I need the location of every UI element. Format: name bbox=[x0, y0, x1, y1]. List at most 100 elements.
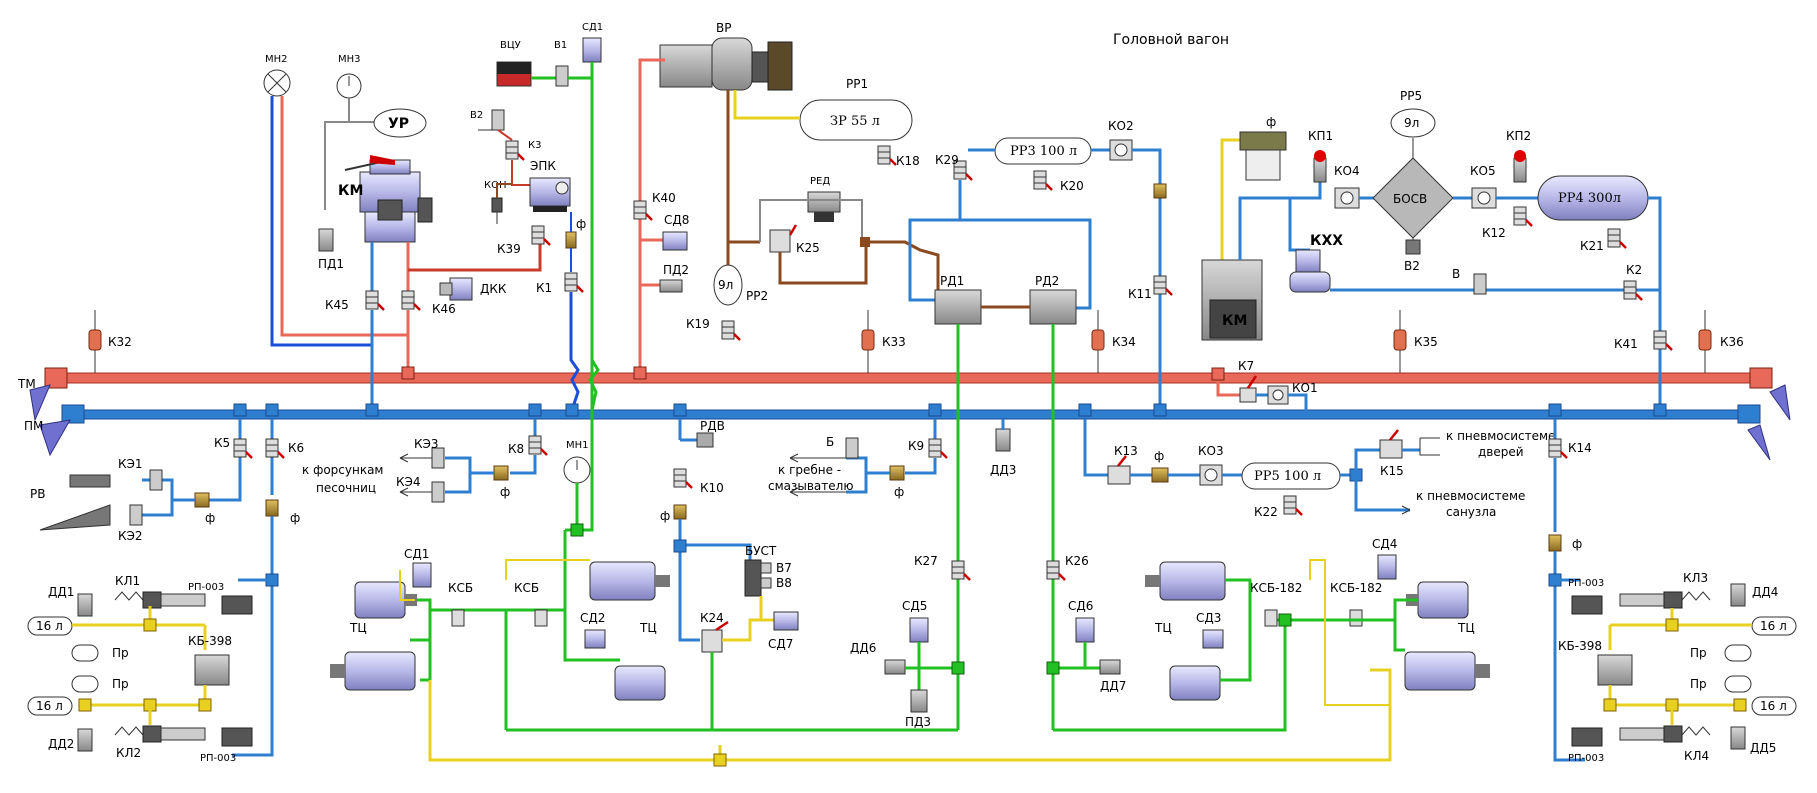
ksb182-2 bbox=[1349, 609, 1363, 627]
km-driver-valve[interactable] bbox=[344, 155, 433, 243]
k11-valve[interactable] bbox=[1152, 274, 1174, 297]
k18-valve[interactable] bbox=[876, 144, 898, 167]
b-valve[interactable] bbox=[845, 437, 859, 459]
f-k13-label: ф bbox=[1154, 449, 1164, 463]
mn1-gauge bbox=[563, 456, 591, 484]
tc-cyl-5 bbox=[1145, 561, 1226, 601]
vcu-label: ВЦУ bbox=[500, 40, 521, 51]
k27-valve[interactable] bbox=[950, 559, 972, 582]
ke1-valve[interactable] bbox=[149, 469, 163, 491]
pr-br-label: Пр bbox=[1690, 677, 1707, 691]
k26-valve[interactable] bbox=[1045, 559, 1067, 582]
k39-valve[interactable] bbox=[530, 224, 552, 247]
k3-valve[interactable] bbox=[504, 139, 526, 162]
ko2-valve[interactable] bbox=[1109, 139, 1133, 161]
kl1-valve bbox=[114, 591, 206, 609]
ke2-valve[interactable] bbox=[129, 504, 143, 526]
k25-valve[interactable] bbox=[769, 224, 798, 253]
ko5-valve[interactable] bbox=[1471, 187, 1497, 209]
ko3-valve[interactable] bbox=[1199, 464, 1223, 486]
k9-valve[interactable] bbox=[927, 437, 949, 460]
v-valve[interactable] bbox=[1473, 273, 1487, 295]
k11-label: К11 bbox=[1128, 287, 1152, 301]
k7-label: К7 bbox=[1238, 359, 1254, 373]
pm-label: ПМ bbox=[24, 419, 43, 433]
k35-tap[interactable] bbox=[1393, 310, 1407, 373]
rv-nozzle bbox=[39, 474, 111, 531]
v2-valve[interactable] bbox=[491, 109, 505, 131]
k19-valve[interactable] bbox=[720, 319, 742, 342]
rd1-relay bbox=[934, 289, 982, 325]
mn3-label: МН3 bbox=[338, 54, 361, 65]
ko4-label: КО4 bbox=[1334, 164, 1360, 178]
vol16-bl bbox=[27, 696, 73, 716]
k21-valve[interactable] bbox=[1606, 227, 1628, 250]
k13-valve[interactable] bbox=[1107, 455, 1131, 485]
pm-hose-right[interactable] bbox=[1737, 404, 1771, 461]
k15-valve[interactable] bbox=[1379, 429, 1403, 459]
k6-valve[interactable] bbox=[264, 437, 286, 460]
v1-valve[interactable] bbox=[555, 65, 569, 87]
k45-valve[interactable] bbox=[364, 289, 386, 312]
dd6-label: ДД6 bbox=[850, 641, 876, 655]
k24-valve[interactable] bbox=[701, 620, 729, 653]
k36-tap[interactable] bbox=[1698, 310, 1712, 373]
k10-valve[interactable] bbox=[672, 467, 694, 490]
rr2-vol: 9л bbox=[718, 278, 733, 292]
pr-tl bbox=[71, 644, 99, 662]
k41-valve[interactable] bbox=[1652, 329, 1674, 352]
dd7-label: ДД7 bbox=[1100, 679, 1126, 693]
rdv-valve bbox=[696, 432, 714, 448]
bosv-label: БОСВ bbox=[1393, 192, 1427, 206]
dd4-sensor bbox=[1730, 583, 1746, 607]
ke4-valve[interactable] bbox=[431, 481, 445, 503]
k10-label: К10 bbox=[700, 481, 724, 495]
epk-label: ЭПК bbox=[530, 159, 556, 173]
ko1-valve[interactable] bbox=[1267, 385, 1289, 405]
k25-label: К25 bbox=[796, 241, 820, 255]
k33-tap[interactable] bbox=[861, 310, 875, 373]
k32-tap[interactable] bbox=[88, 310, 102, 373]
sd1-label: СД1 bbox=[404, 547, 429, 561]
k22-valve[interactable] bbox=[1282, 494, 1304, 517]
f-k10-label: ф bbox=[660, 509, 670, 523]
tm-hose-right[interactable] bbox=[1749, 367, 1791, 421]
pm-hose-left[interactable] bbox=[39, 404, 85, 457]
pd1-sensor bbox=[318, 228, 334, 252]
f1-label: ф bbox=[576, 217, 586, 231]
kl4-label: КЛ4 bbox=[1684, 749, 1709, 763]
k14-valve[interactable] bbox=[1547, 437, 1569, 460]
kb398-right bbox=[1597, 654, 1633, 686]
k5-label: К5 bbox=[214, 436, 230, 450]
ksb-left-1 bbox=[451, 609, 465, 627]
k46-valve[interactable] bbox=[400, 289, 422, 312]
k8-valve[interactable] bbox=[527, 434, 549, 457]
ke3-valve[interactable] bbox=[431, 447, 445, 469]
k40-valve[interactable] bbox=[632, 199, 654, 222]
k20-valve[interactable] bbox=[1032, 169, 1054, 192]
k34-tap[interactable] bbox=[1091, 310, 1105, 373]
tm-hose-left[interactable] bbox=[29, 367, 68, 422]
kon-label: КОН bbox=[484, 180, 507, 191]
b2-valve[interactable] bbox=[1405, 239, 1421, 255]
rr4-label: РР4 300л bbox=[1558, 191, 1621, 206]
km-label: КМ bbox=[338, 183, 363, 199]
k12-valve[interactable] bbox=[1512, 205, 1534, 228]
k5-valve[interactable] bbox=[232, 437, 254, 460]
k1-label: К1 bbox=[536, 281, 552, 295]
epk-valve[interactable] bbox=[529, 177, 571, 212]
k8-label: К8 bbox=[508, 442, 524, 456]
sd3-sensor bbox=[1202, 629, 1224, 649]
sd5-sensor bbox=[909, 617, 929, 643]
ksb-left-1-label: КСБ bbox=[448, 581, 473, 595]
k35-label: К35 bbox=[1414, 335, 1438, 349]
k7-valve[interactable] bbox=[1239, 375, 1258, 403]
k1-valve[interactable] bbox=[563, 271, 585, 294]
ko4-valve[interactable] bbox=[1334, 187, 1360, 209]
f1-filter bbox=[565, 231, 577, 249]
rr5-top-label: РР5 bbox=[1400, 89, 1422, 103]
mn3-gauge bbox=[336, 73, 362, 99]
vol16-tr-label: 16 л bbox=[1760, 619, 1787, 633]
tc-rt-label: ТЦ bbox=[639, 621, 657, 635]
dkk-device bbox=[439, 277, 473, 301]
